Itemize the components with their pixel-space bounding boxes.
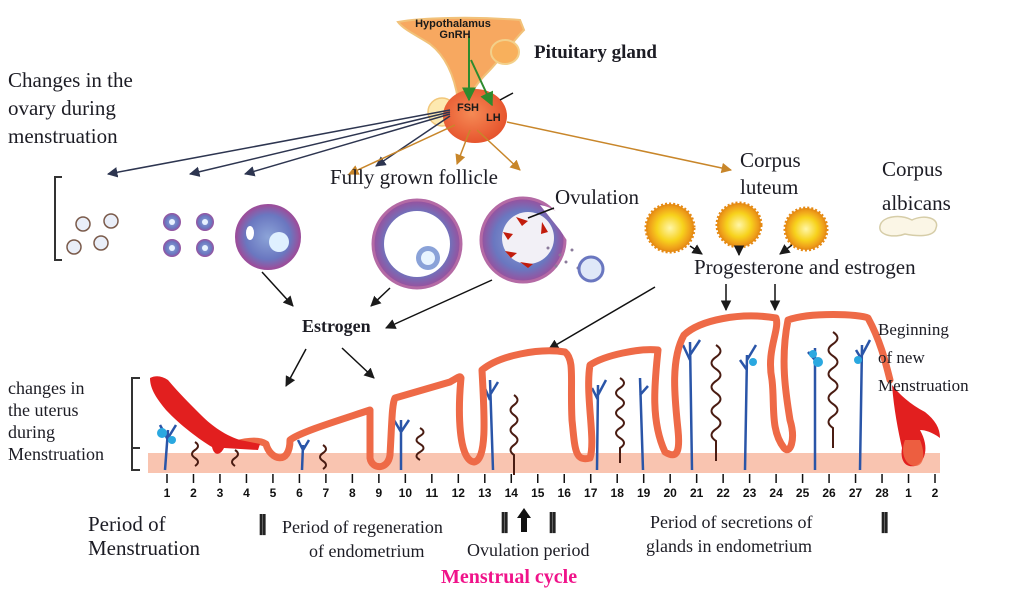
menstrual-blood-shedding xyxy=(150,376,260,454)
corpus-albicans-label: Corpus albicans xyxy=(882,152,951,220)
released-ovum xyxy=(577,255,605,283)
pituitary-gland-label: Pituitary gland xyxy=(534,42,657,63)
day-label: 28 xyxy=(875,486,889,500)
new-menstruation-line: Beginning xyxy=(878,320,949,339)
fsh-text: FSH xyxy=(457,102,479,114)
day-label: 26 xyxy=(822,486,836,500)
uterus-heading-line: changes in xyxy=(8,378,85,398)
day-label: 3 xyxy=(216,486,224,500)
diagram-title: Menstrual cycle xyxy=(441,566,578,588)
corpus-albicans-line: albicans xyxy=(882,191,951,215)
day-label: 27 xyxy=(848,486,863,500)
ovary-heading-line: Changes in the xyxy=(8,68,133,92)
day-label: 21 xyxy=(689,486,704,500)
day-label: 14 xyxy=(504,486,518,500)
day-label: 22 xyxy=(716,486,730,500)
uterus-heading: changes in the uterus during Menstruatio… xyxy=(8,377,104,465)
day-label: 18 xyxy=(610,486,624,500)
day-label: 8 xyxy=(349,486,356,500)
hypothalamus-shape xyxy=(396,16,526,101)
phase-ovulation-label: Ovulation period xyxy=(467,540,590,560)
phase-line: glands in endometrium xyxy=(646,536,812,556)
day-label: 15 xyxy=(531,486,545,500)
new-menstruation-line: of new xyxy=(878,348,925,367)
secondary-follicle xyxy=(235,204,301,270)
day-label: 23 xyxy=(742,486,757,500)
day-label: 4 xyxy=(243,486,250,500)
uterus-heading-line: during xyxy=(8,422,55,442)
phase-line: Period of regeneration xyxy=(282,517,443,537)
phase-divider: || xyxy=(880,508,889,533)
day-label: 13 xyxy=(478,486,492,500)
phase-menstruation-label: Period of Menstruation xyxy=(88,512,200,560)
day-label: 2 xyxy=(190,486,197,500)
ovary-heading: Changes in the ovary during menstruation xyxy=(8,66,133,150)
uterus-bracket xyxy=(131,377,140,471)
day-label: 9 xyxy=(375,486,383,500)
corpus-luteum-line: luteum xyxy=(740,175,799,199)
hypothalamus-bulb xyxy=(490,39,520,65)
day-label: 10 xyxy=(398,486,413,500)
blue-vessels xyxy=(157,350,862,444)
day-label: 5 xyxy=(269,486,277,500)
day-label: 17 xyxy=(584,486,598,500)
uterus-heading-line: Menstruation xyxy=(8,444,104,464)
day-label: 16 xyxy=(557,486,571,500)
uterus-heading-line: the uterus xyxy=(8,400,79,420)
gnrh-text: GnRH xyxy=(439,29,470,41)
ovary-bracket xyxy=(54,176,62,261)
day-label: 1 xyxy=(905,486,912,500)
uterine-glands xyxy=(191,331,839,475)
day-label: 24 xyxy=(769,486,783,500)
phase-line: Menstruation xyxy=(88,536,200,560)
day-label: 7 xyxy=(322,486,330,500)
day-label: 11 xyxy=(425,486,439,500)
phase-divider: || xyxy=(500,508,509,533)
spiral-arteries xyxy=(158,339,872,471)
new-menstruation-label: Beginning of new Menstruation xyxy=(878,316,969,400)
phase-line: of endometrium xyxy=(309,541,425,561)
primordial-follicles xyxy=(66,213,119,255)
lh-text: LH xyxy=(486,112,501,124)
day-ticks xyxy=(166,474,936,483)
phase-secretion-label: Period of secretions of glands in endome… xyxy=(646,510,812,558)
corpus-luteum-label: Corpus luteum xyxy=(740,147,801,201)
basal-layer xyxy=(148,453,940,473)
ruptured-follicle xyxy=(479,196,605,284)
day-label: 1 xyxy=(163,486,171,500)
hypothalamus-text: Hypothalamus xyxy=(415,18,491,30)
corpus-albicans-body xyxy=(879,215,938,237)
graafian-follicle xyxy=(371,198,463,290)
phase-divider: || xyxy=(258,510,267,535)
primary-follicles xyxy=(163,213,214,257)
phase-divider: || xyxy=(548,508,557,533)
ovulation-arrow-icon xyxy=(517,508,531,532)
endometrium xyxy=(231,311,894,471)
new-menstruation-line: Menstruation xyxy=(878,376,969,395)
corpus-luteum-bodies xyxy=(644,201,829,254)
estrogen-label: Estrogen xyxy=(302,316,371,336)
phase-line: Period of secretions of xyxy=(650,512,813,532)
phase-regeneration-label: Period of regeneration of endometrium xyxy=(282,515,443,563)
day-label: 12 xyxy=(451,486,465,500)
lh-arrows xyxy=(348,121,733,175)
ovary-heading-line: ovary during xyxy=(8,96,116,120)
phase-line: Period of xyxy=(88,512,166,536)
day-label: 6 xyxy=(296,486,303,500)
corpus-albicans-line: Corpus xyxy=(882,157,943,181)
fully-grown-follicle-label: Fully grown follicle xyxy=(330,165,498,189)
day-label: 2 xyxy=(931,486,939,500)
pituitary-pointer xyxy=(499,92,514,101)
ovulation-label: Ovulation xyxy=(555,185,639,209)
day-label: 20 xyxy=(663,486,677,500)
progesterone-estrogen-label: Progesterone and estrogen xyxy=(694,255,916,279)
day-label: 25 xyxy=(795,486,810,500)
gnrh-arrow-lh xyxy=(470,59,494,107)
ovary-heading-line: menstruation xyxy=(8,124,118,148)
day-label: 19 xyxy=(637,486,651,500)
fsh-arrows xyxy=(106,109,451,178)
corpus-luteum-line: Corpus xyxy=(740,148,801,172)
